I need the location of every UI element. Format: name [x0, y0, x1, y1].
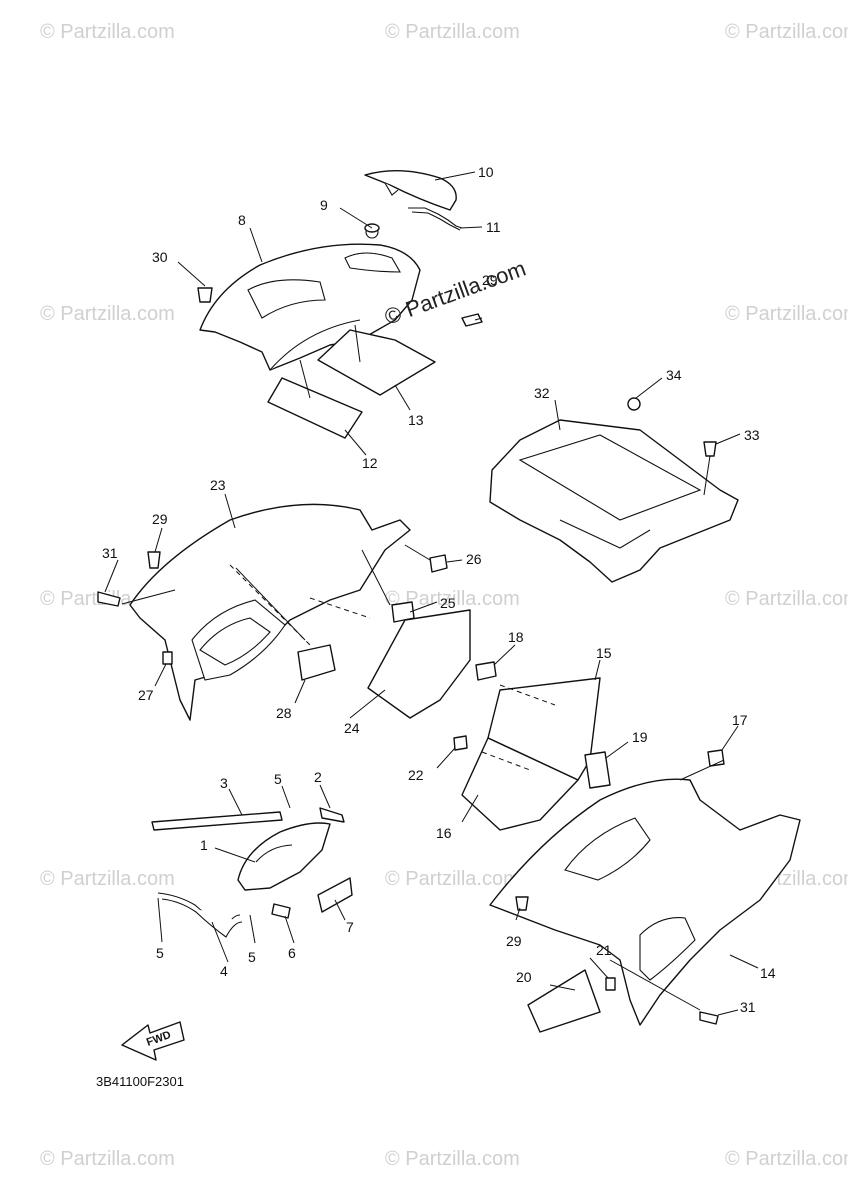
- part-3-rod: [151, 811, 283, 831]
- callout-20: 20: [516, 969, 532, 985]
- callout-22: 22: [408, 767, 424, 783]
- callout-13: 13: [408, 412, 424, 428]
- callout-7: 7: [346, 919, 354, 935]
- callout-33: 33: [744, 427, 760, 443]
- callout-17: 17: [732, 712, 748, 728]
- watermark: © Partzilla.com: [385, 21, 520, 43]
- part-27-clip: [162, 651, 173, 665]
- leader-lines: [104, 171, 759, 1016]
- callout-31: 31: [102, 545, 118, 561]
- part-29-rivet-right: [515, 896, 529, 911]
- part-29-rivet-left: [147, 551, 161, 569]
- part-21-clip: [605, 977, 616, 991]
- watermark-layer: © Partzilla.com © Partzilla.com © Partzi…: [40, 21, 848, 1170]
- callout-5: 5: [248, 949, 256, 965]
- callout-10: 10: [478, 164, 494, 180]
- callout-26: 26: [466, 551, 482, 567]
- callout-8: 8: [238, 212, 246, 228]
- callout-18: 18: [508, 629, 524, 645]
- part-24-sheet: [367, 609, 471, 719]
- callout-15: 15: [596, 645, 612, 661]
- part-34-clip: [627, 397, 641, 411]
- part-22-pad: [453, 735, 468, 751]
- callout-29: 29: [482, 272, 498, 288]
- fwd-arrow-icon: FWD: [121, 1021, 185, 1061]
- callout-23: 23: [210, 477, 226, 493]
- part-12-pad: [267, 377, 363, 439]
- callout-27: 27: [138, 687, 154, 703]
- callout-32: 32: [534, 385, 550, 401]
- callout-30: 30: [152, 249, 168, 265]
- watermark: © Partzilla.com: [40, 1148, 175, 1170]
- callout-labels: 10 11 9 8 30 29 13 12 32 34 33 23 29 31 …: [102, 164, 776, 1015]
- part-33-rivet: [703, 441, 717, 457]
- part-13-pad: [317, 329, 436, 396]
- part-1-tank: [237, 822, 331, 891]
- callout-19: 19: [632, 729, 648, 745]
- part-2-bracket: [319, 807, 345, 823]
- watermark: © Partzilla.com: [725, 588, 848, 610]
- dashed-guides: [229, 564, 556, 771]
- part-8-rear-cover: [199, 225, 421, 371]
- callout-1: 1: [200, 837, 208, 853]
- callout-4: 4: [220, 963, 228, 979]
- callout-34: 34: [666, 367, 682, 383]
- callout-11: 11: [486, 219, 501, 235]
- watermark: © Partzilla.com: [385, 1148, 520, 1170]
- watermark: © Partzilla.com: [40, 21, 175, 43]
- watermark: © Partzilla.com: [725, 1148, 848, 1170]
- part-23-side-cover: [129, 503, 411, 721]
- callout-3: 3: [220, 775, 228, 791]
- callout-5: 5: [156, 945, 164, 961]
- part-19-pad: [584, 751, 611, 789]
- watermark: © Partzilla.com: [385, 868, 520, 890]
- part-32-tray: [489, 419, 739, 583]
- part-28-pad: [297, 644, 336, 681]
- callout-9: 9: [320, 197, 328, 213]
- part-18-pad: [475, 661, 497, 681]
- part-11-spring: [408, 207, 463, 231]
- part-15-sheet: [487, 677, 601, 781]
- watermark: © Partzilla.com: [725, 303, 848, 325]
- callout-25: 25: [440, 595, 456, 611]
- part-4-hose: [157, 892, 243, 938]
- part-20-sheet: [527, 969, 601, 1033]
- callout-29: 29: [506, 933, 522, 949]
- callout-24: 24: [344, 720, 360, 736]
- watermark: © Partzilla.com: [725, 21, 848, 43]
- part-16-sheet: [461, 737, 579, 831]
- watermark: © Partzilla.com: [385, 588, 520, 610]
- callout-2: 2: [314, 769, 322, 785]
- part-31-screw-left: [97, 591, 121, 607]
- part-29-screw-top: [461, 313, 483, 327]
- callout-12: 12: [362, 455, 378, 471]
- part-6-bolt: [271, 903, 291, 919]
- callout-29: 29: [152, 511, 168, 527]
- watermark: © Partzilla.com: [40, 303, 175, 325]
- callout-31: 31: [740, 999, 756, 1015]
- callout-6: 6: [288, 945, 296, 961]
- part-14-side-cover: [489, 778, 801, 1026]
- callout-28: 28: [276, 705, 292, 721]
- part-30-rivet: [197, 287, 213, 303]
- callout-16: 16: [436, 825, 452, 841]
- part-10-cover: [364, 169, 457, 211]
- part-7-plate: [317, 877, 353, 913]
- callout-5: 5: [274, 771, 282, 787]
- part-26-pad: [429, 554, 448, 573]
- watermark: © Partzilla.com: [40, 868, 175, 890]
- callout-21: 21: [596, 942, 612, 958]
- part-31-screw-right: [699, 1011, 719, 1025]
- diagram-code: 3B41100F2301: [96, 1074, 184, 1089]
- callout-14: 14: [760, 965, 776, 981]
